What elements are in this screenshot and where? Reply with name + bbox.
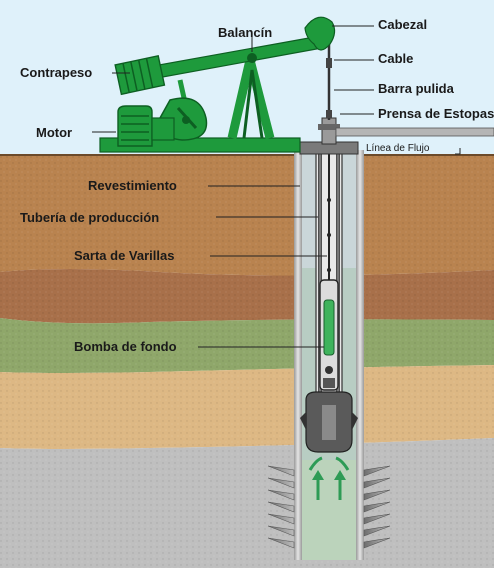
label-tuberia-de-produccion: Tubería de producción <box>20 210 160 225</box>
label-bomba-de-fondo: Bomba de fondo <box>74 339 177 354</box>
label-balancin: Balancín <box>218 25 273 40</box>
label-motor: Motor <box>36 125 73 140</box>
label-revestimiento: Revestimiento <box>88 178 177 193</box>
label-sarta-de-varillas: Sarta de Varillas <box>74 248 175 263</box>
label-cable: Cable <box>378 51 414 66</box>
polished-rod <box>326 40 332 120</box>
label-prensa-de-estopas: Prensa de Estopas <box>378 106 494 121</box>
wellhead <box>299 117 494 155</box>
tubing-anchor <box>300 391 358 453</box>
label-linea-de-flujo: Línea de Flujo <box>366 143 430 154</box>
downhole-pump <box>319 279 339 391</box>
perforations <box>267 465 391 549</box>
leader-lines <box>92 25 461 348</box>
pumpjack-unit <box>99 16 336 153</box>
label-cabezal: Cabezal <box>378 17 428 32</box>
label-contrapeso: Contrapeso <box>20 65 93 80</box>
label-barra-pulida: Barra pulida <box>378 81 454 96</box>
flow-arrows <box>308 456 350 500</box>
ground-strata <box>0 154 494 568</box>
